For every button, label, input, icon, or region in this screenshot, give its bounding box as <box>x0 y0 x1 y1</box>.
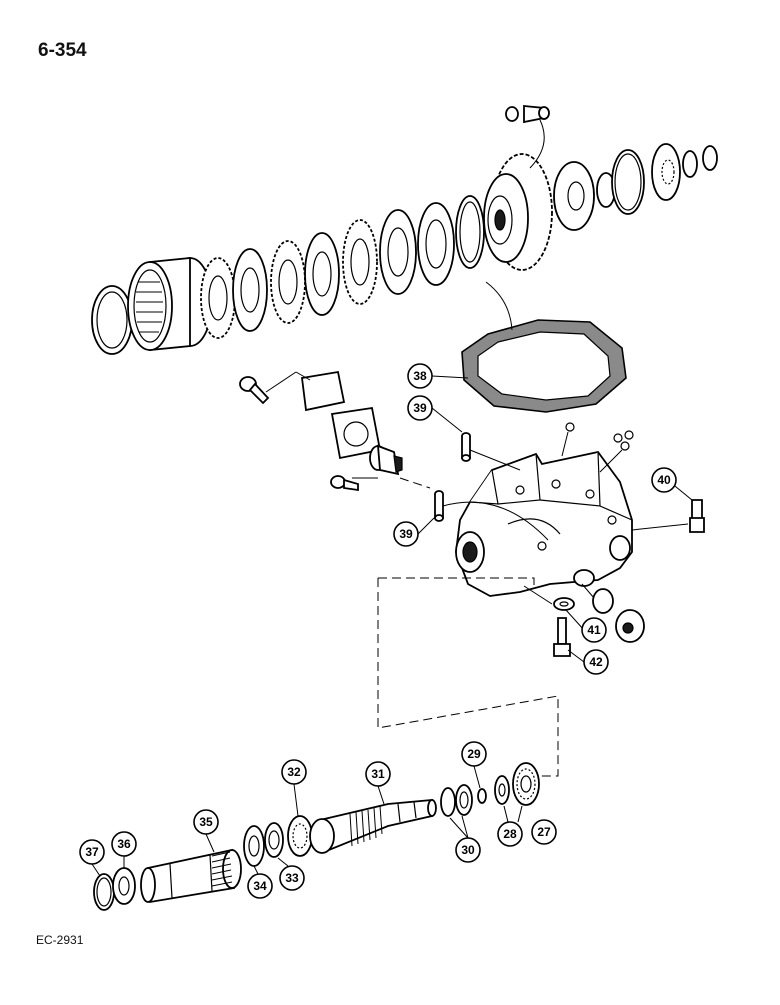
spring-retainer <box>651 143 681 201</box>
callout-42: 42 <box>583 649 609 675</box>
housing-bolt <box>631 499 705 533</box>
valve-bolt <box>330 475 378 492</box>
housing-plugs <box>561 422 634 473</box>
callout-41: 41 <box>581 617 607 643</box>
shaft-washers-30 <box>440 784 473 817</box>
svg-text:39: 39 <box>399 527 413 541</box>
callout-39-lower: 39 <box>393 521 419 547</box>
clutch-disc-pack <box>200 195 485 339</box>
callout-33: 33 <box>279 865 305 891</box>
svg-text:38: 38 <box>413 369 427 383</box>
dowel-pin-lower <box>434 490 549 541</box>
callout-28: 28 <box>497 821 523 847</box>
cover-plate <box>295 370 346 412</box>
friction-disc <box>342 219 378 305</box>
piston-ring <box>611 149 645 215</box>
svg-text:41: 41 <box>587 623 601 637</box>
svg-text:27: 27 <box>537 825 551 839</box>
snap-ring-large <box>91 285 133 355</box>
callout-36: 36 <box>111 831 137 857</box>
callout-leaders <box>91 375 693 877</box>
callout-34: 34 <box>247 873 273 899</box>
callout-38: 38 <box>407 363 433 389</box>
thrust-washer <box>417 202 455 286</box>
figure-code: EC-2931 <box>36 933 84 947</box>
callout-39-upper: 39 <box>407 395 433 421</box>
spacer-28 <box>494 775 510 805</box>
bearing-race-33 <box>264 822 284 858</box>
needle-bearing-cage <box>127 257 213 351</box>
friction-disc <box>200 257 236 339</box>
svg-text:42: 42 <box>589 655 603 669</box>
svg-text:33: 33 <box>285 871 299 885</box>
input-shaft <box>309 799 437 854</box>
svg-text:31: 31 <box>371 767 385 781</box>
callout-40: 40 <box>651 467 677 493</box>
callout-29: 29 <box>461 741 487 767</box>
ball-bearing-27 <box>512 762 540 806</box>
shaft-washer <box>112 867 136 905</box>
needle-bearing-32 <box>287 815 313 857</box>
callout-35: 35 <box>193 809 219 835</box>
sealing-washer <box>553 597 575 611</box>
cover-bolt <box>239 371 297 405</box>
dowel-pin-upper <box>461 432 521 471</box>
circlip <box>702 145 718 171</box>
plug-o-ring <box>592 588 614 614</box>
pressure-plate <box>379 209 417 295</box>
clutch-gear <box>483 153 553 271</box>
drain-plug <box>615 609 645 643</box>
svg-text:34: 34 <box>253 879 267 893</box>
page-number: 6-354 <box>38 40 87 61</box>
output-shaft <box>140 848 242 904</box>
svg-text:32: 32 <box>287 765 301 779</box>
callout-32: 32 <box>281 759 307 785</box>
valve-body <box>369 444 403 476</box>
callout-37: 37 <box>79 839 105 865</box>
clutch-piston <box>553 161 595 231</box>
steel-plate <box>304 232 340 316</box>
snap-ring-29 <box>477 788 487 804</box>
snap-ring-small <box>455 195 485 269</box>
plug-bolt <box>553 617 571 657</box>
svg-text:35: 35 <box>199 815 213 829</box>
svg-text:40: 40 <box>657 473 671 487</box>
callout-27: 27 <box>531 819 557 845</box>
svg-text:30: 30 <box>461 843 475 857</box>
valve-gasket <box>330 406 382 460</box>
housing-gasket <box>461 281 627 413</box>
transmission-housing <box>455 450 633 597</box>
washer-small <box>682 150 698 178</box>
gear-retaining-pin <box>505 105 550 169</box>
svg-text:36: 36 <box>117 837 131 851</box>
svg-text:39: 39 <box>413 401 427 415</box>
callout-31: 31 <box>365 761 391 787</box>
thrust-washer-34 <box>243 825 265 867</box>
svg-text:28: 28 <box>503 827 517 841</box>
steel-plate <box>232 248 268 332</box>
callout-30: 30 <box>455 837 481 863</box>
friction-disc <box>270 240 306 324</box>
svg-text:29: 29 <box>467 747 481 761</box>
svg-text:37: 37 <box>85 845 99 859</box>
shaft-circlip <box>93 873 115 911</box>
